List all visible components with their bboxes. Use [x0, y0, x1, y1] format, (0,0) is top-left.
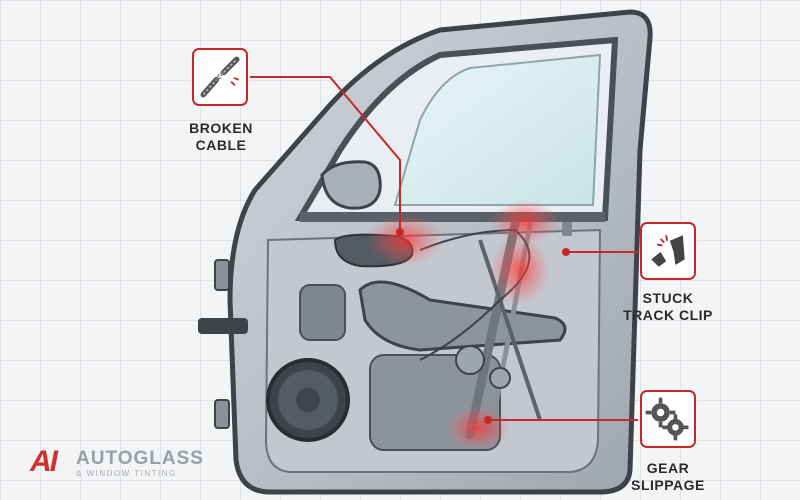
logo-mark: AI — [30, 446, 56, 478]
upper-cutout — [300, 285, 345, 340]
gear-slippage-label: GEAR SLIPPAGE — [616, 460, 720, 494]
glow-cable — [367, 214, 443, 266]
broken-clip-icon-box — [640, 222, 696, 280]
glow-rail — [490, 234, 550, 306]
regulator-motor — [456, 346, 484, 374]
stuck-track-clip-label: STUCK TRACK CLIP — [616, 290, 720, 324]
broken-cable-icon — [194, 50, 246, 104]
broken-clip-icon — [642, 224, 694, 278]
broken-cable-icon-box — [192, 48, 248, 106]
glow-gear — [446, 406, 510, 450]
door-hinge — [198, 318, 248, 334]
gears-icon — [642, 392, 694, 446]
broken-cable-label: BROKEN CABLE — [180, 120, 262, 154]
logo-tagline: & WINDOW TINTING — [76, 469, 177, 478]
belt-line — [300, 212, 605, 222]
gears-icon-box — [640, 390, 696, 448]
logo-name: AUTOGLASS — [76, 449, 204, 469]
